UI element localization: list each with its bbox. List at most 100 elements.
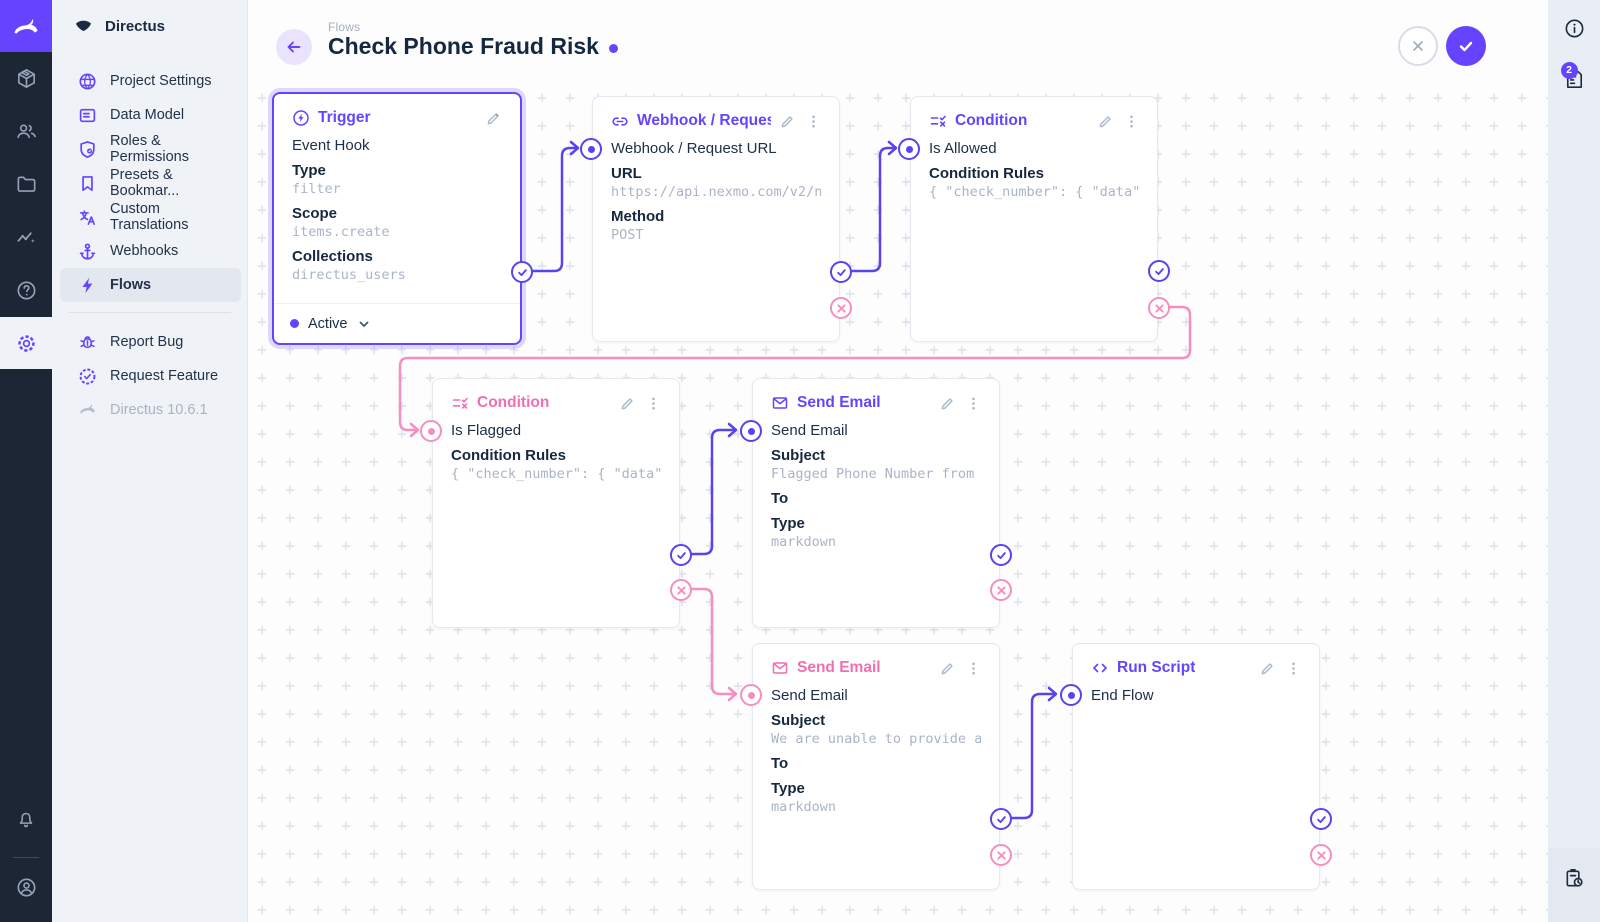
node-title: Trigger — [318, 109, 371, 126]
clipboard-clock-icon — [1565, 868, 1583, 887]
reject-connector[interactable] — [990, 579, 1012, 601]
resolve-connector[interactable] — [990, 544, 1012, 566]
module-files[interactable] — [0, 158, 52, 211]
node-title: Send Email — [797, 394, 881, 411]
node-send-email-unable[interactable]: Send Email Send Email Subject We are una… — [740, 643, 1012, 890]
nav-list: Project Settings Data Model Roles & Perm… — [52, 52, 247, 302]
sidebar-item-project-settings[interactable]: Project Settings — [60, 64, 241, 98]
edit-icon[interactable] — [939, 660, 956, 677]
reject-connector[interactable] — [830, 297, 852, 319]
edit-icon[interactable] — [939, 395, 956, 412]
revisions-button[interactable] — [1548, 856, 1600, 900]
input-connector[interactable] — [740, 684, 762, 706]
edit-icon[interactable] — [779, 113, 796, 130]
back-button[interactable] — [276, 29, 312, 65]
input-connector[interactable] — [1060, 684, 1082, 706]
users-icon — [16, 124, 36, 139]
resolve-connector[interactable] — [1310, 808, 1332, 830]
resolve-connector[interactable] — [990, 808, 1012, 830]
kebab-menu-icon[interactable] — [646, 396, 661, 411]
bell-icon — [19, 812, 33, 827]
reject-connector[interactable] — [990, 844, 1012, 866]
input-connector[interactable] — [740, 420, 762, 442]
kebab-menu-icon[interactable] — [1124, 114, 1139, 129]
node-title: Condition — [477, 394, 550, 411]
kebab-menu-icon[interactable] — [966, 661, 981, 676]
node-condition-flagged[interactable]: Condition Is Flagged Condition Rules { "… — [420, 378, 692, 628]
canvas-header: Flows Check Phone Fraud Risk — [248, 0, 1548, 90]
notification-badge: 2 — [1560, 61, 1578, 79]
flow-status-dropdown[interactable]: Active — [274, 303, 520, 343]
save-button[interactable] — [1446, 26, 1486, 66]
node-trigger[interactable]: Trigger Event Hook Type filter Scope ite… — [272, 92, 533, 345]
folder-icon — [17, 176, 35, 192]
sidebar-item-roles-permissions[interactable]: Roles & Permissions — [60, 132, 241, 166]
project-row[interactable]: Directus — [52, 0, 247, 52]
sidebar-item-label: Flows — [110, 277, 152, 293]
account-button[interactable] — [0, 870, 52, 904]
sidebar-item-report-bug[interactable]: Report Bug — [60, 325, 241, 359]
reject-connector[interactable] — [1310, 844, 1332, 866]
sidebar-divider — [68, 312, 231, 313]
reject-connector[interactable] — [670, 579, 692, 601]
cube-icon — [17, 69, 35, 88]
node-title: Send Email — [797, 659, 881, 676]
edit-icon[interactable] — [1259, 660, 1276, 677]
edit-icon[interactable] — [485, 110, 502, 127]
rabbit-icon — [78, 399, 97, 422]
sidebar-item-custom-translations[interactable]: Custom Translations — [60, 200, 241, 234]
kebab-menu-icon[interactable] — [806, 114, 821, 129]
info-sidebar-button[interactable] — [1548, 6, 1600, 50]
input-connector[interactable] — [898, 138, 920, 160]
check-icon — [1459, 41, 1473, 52]
resolve-connector[interactable] — [511, 261, 533, 283]
node-run-script[interactable]: Run Script End Flow — [1060, 643, 1332, 890]
globe-icon — [78, 72, 97, 91]
edit-icon[interactable] — [1097, 113, 1114, 130]
input-connector[interactable] — [420, 420, 442, 442]
node-title: Run Script — [1117, 659, 1196, 676]
sidebar-item-label: Roles & Permissions — [110, 133, 189, 165]
reject-connector[interactable] — [1148, 297, 1170, 319]
notifications-button[interactable] — [0, 792, 52, 845]
unsaved-dot — [608, 44, 618, 53]
help-icon — [17, 281, 35, 300]
trigger-bolt-icon — [292, 109, 310, 127]
edit-icon[interactable] — [619, 395, 636, 412]
discard-button[interactable] — [1398, 26, 1438, 66]
sidebar-item-label: Request Feature — [110, 368, 219, 384]
sidebar: Directus Project Settings Data Model Rol… — [52, 0, 248, 922]
envelope-icon — [771, 394, 789, 412]
bookmark-icon — [78, 174, 97, 193]
kebab-menu-icon[interactable] — [966, 396, 981, 411]
sidebar-item-presets-bookmarks[interactable]: Presets & Bookmar... — [60, 166, 241, 200]
bug-icon — [78, 333, 97, 352]
kebab-menu-icon[interactable] — [1286, 661, 1301, 676]
right-sidebar-rail: 2 — [1548, 0, 1600, 922]
activity-feed-button[interactable]: 2 — [1548, 57, 1600, 101]
node-webhook[interactable]: Webhook / Request URL Webhook / Request … — [580, 96, 852, 342]
close-icon — [1413, 41, 1423, 51]
resolve-connector[interactable] — [670, 544, 692, 566]
node-condition-allowed[interactable]: Condition Is Allowed Condition Rules { "… — [898, 96, 1170, 342]
resolve-connector[interactable] — [1148, 260, 1170, 282]
sidebar-item-request-feature[interactable]: Request Feature — [60, 359, 241, 393]
bolt-icon — [78, 276, 97, 295]
node-send-email-flagged[interactable]: Send Email Send Email Subject Flagged Ph… — [740, 378, 1012, 628]
sidebar-item-flows[interactable]: Flows — [60, 268, 241, 302]
module-settings[interactable] — [0, 317, 52, 369]
directus-logo[interactable] — [0, 0, 52, 52]
module-docs[interactable] — [0, 264, 52, 317]
module-content[interactable] — [0, 52, 52, 105]
sidebar-item-data-model[interactable]: Data Model — [60, 98, 241, 132]
module-insights[interactable] — [0, 211, 52, 264]
input-connector[interactable] — [580, 138, 602, 160]
flow-canvas[interactable]: Flows Check Phone Fraud Risk Trigger Eve… — [248, 0, 1548, 922]
module-users[interactable] — [0, 105, 52, 158]
sidebar-item-webhooks[interactable]: Webhooks — [60, 234, 241, 268]
resolve-connector[interactable] — [830, 261, 852, 283]
data-model-icon — [78, 106, 97, 125]
breadcrumb[interactable]: Flows — [328, 20, 361, 34]
info-icon — [1565, 19, 1583, 37]
